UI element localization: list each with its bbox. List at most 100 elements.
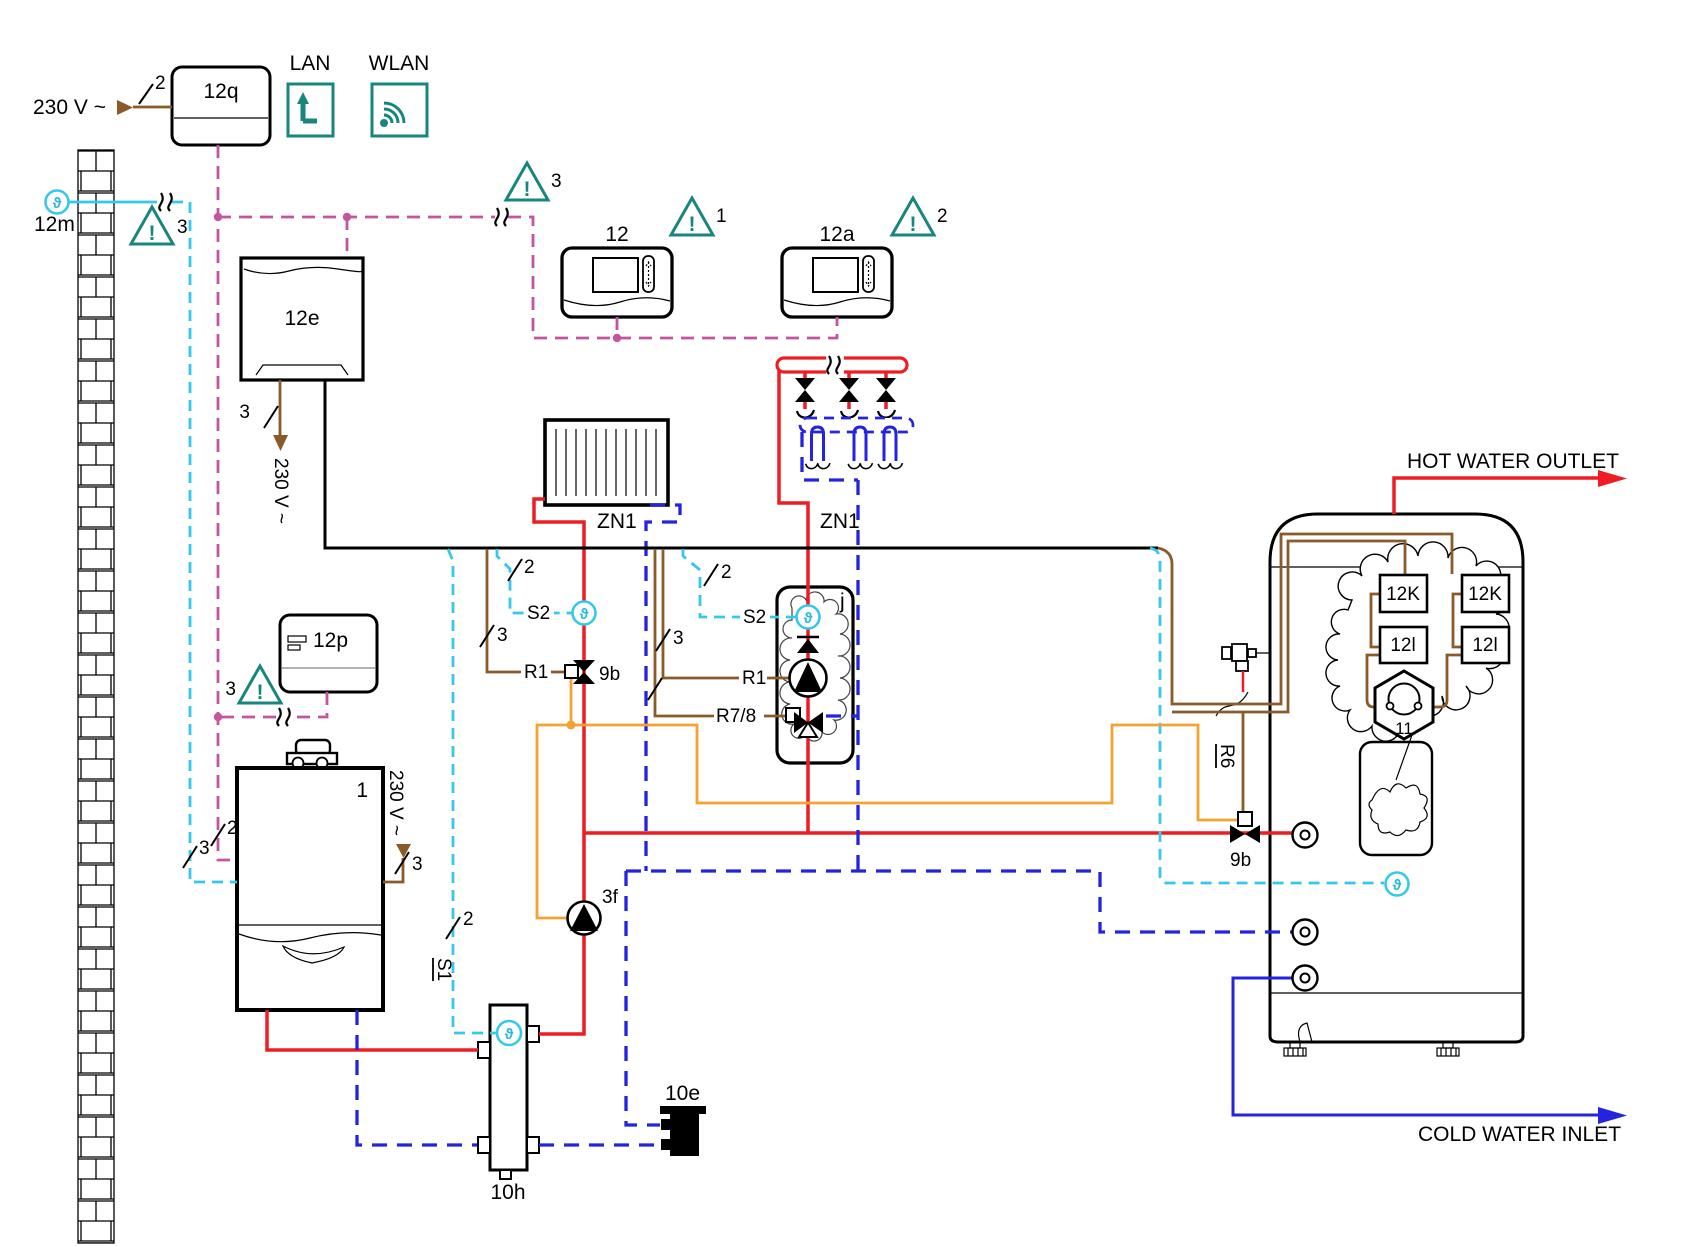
s2-wire-underfloor [681, 549, 796, 619]
r6-label: R6 [1215, 744, 1237, 768]
lan-box [286, 82, 335, 138]
internet-gateway [170, 65, 272, 147]
header-port [526, 1136, 540, 1154]
wlan-box [370, 82, 429, 138]
manifold-return-link [800, 432, 858, 482]
element-coil-scribble [1368, 783, 1428, 837]
svg-text:!: ! [524, 178, 531, 201]
element-label: 11 [1395, 719, 1413, 738]
lan-icon [297, 92, 317, 124]
wire-count: 2 [227, 818, 238, 839]
wire-count: 2 [155, 73, 166, 94]
return-drop-pipe [624, 871, 660, 1127]
zone-valve-9b-radiator [564, 660, 595, 684]
sensor-wires [68, 200, 1384, 1035]
safety-valve-fitting [1215, 643, 1270, 717]
element-pointer [1395, 734, 1413, 781]
warning-number: 3 [177, 217, 188, 238]
heating-element-11: 11 [1373, 669, 1435, 741]
sensor-glyph: ϑ [1393, 877, 1402, 894]
gateway-label: 12q [203, 80, 238, 103]
check-valve [797, 635, 819, 653]
cylinder-sensors: 12K 12K 12l 12l [1378, 573, 1511, 665]
station-pump [788, 658, 828, 698]
radio-receiver-12e [239, 256, 365, 382]
boiler-return-pipe [355, 1010, 660, 1147]
r1-label: R1 [742, 668, 766, 689]
s2-label: S2 [527, 603, 550, 624]
zone2-label: ZN1 [820, 510, 860, 533]
cylinder-sensor-wire [1149, 546, 1384, 885]
outdoor-sensor-wire [172, 200, 237, 884]
svg-text:!: ! [689, 213, 696, 236]
mains-label-vertical: 230 V ~ [385, 770, 406, 836]
cylinder-sensor-icon [1384, 871, 1410, 897]
s2-label: S2 [743, 607, 766, 628]
radiator [543, 418, 670, 507]
zone1-label: ZN1 [597, 510, 637, 533]
boiler [235, 738, 385, 1012]
s2-sensor-icon [571, 600, 597, 626]
valve-label: 9b [599, 664, 620, 685]
receiver2-label: 12p [313, 629, 348, 652]
s2-sensor-icon [795, 604, 821, 630]
s1-wire [446, 548, 496, 1035]
warning-icon: ! 2 [889, 194, 948, 237]
tank-drain [1297, 1022, 1313, 1043]
warning-number: 3 [551, 171, 562, 192]
boiler-flow-pipe [265, 1010, 478, 1052]
outdoor-sensor-icon [44, 189, 70, 215]
r1-label: R1 [524, 662, 548, 683]
fitting-label: 10e [665, 1082, 700, 1105]
ebus-line [323, 380, 1158, 550]
cold-water-pipe [1231, 976, 1598, 1117]
wire-count: 3 [239, 402, 250, 423]
pump-3f [566, 900, 602, 936]
header-label: 10h [490, 1181, 525, 1204]
sensor-glyph: ϑ [53, 195, 62, 212]
fitting-10e [660, 1106, 706, 1156]
room-controller-12 [560, 246, 674, 319]
wire-count: 2 [463, 909, 474, 930]
radio-receiver-12p [278, 613, 379, 694]
svg-text:S1: S1 [433, 958, 454, 981]
wire-count: 2 [524, 557, 535, 578]
header-port [526, 1025, 540, 1043]
zone-valve-9b-cylinder [1230, 811, 1260, 843]
wire-count-marks: 2 3 2 3 2 3 2 3 3 2 [138, 73, 732, 940]
hot-water-label: HOT WATER OUTLET [1407, 450, 1619, 473]
warning-icon: ! 3 [225, 662, 284, 705]
wire-count: 3 [199, 838, 210, 859]
hot-water-outlet-pipe [1392, 476, 1598, 514]
tank-foot [1436, 1041, 1460, 1057]
building-wall [77, 149, 115, 1244]
svg-text:!: ! [149, 222, 156, 245]
underfloor-manifold [775, 352, 915, 470]
warning-number: 1 [716, 206, 727, 227]
mixing-valve [785, 707, 823, 738]
tank-foot [1283, 1041, 1307, 1057]
sensor-12l-label: 12l [1390, 635, 1415, 656]
accessory-wires [535, 678, 1237, 920]
temperature-sensors: ϑ ϑ ϑ ϑ ϑ [44, 189, 1410, 1047]
header-port [477, 1136, 491, 1154]
wlan-label: WLAN [369, 52, 430, 75]
svg-text:!: ! [910, 213, 917, 236]
sensor-12k-label: 12K [1386, 584, 1420, 605]
valve-actuator [564, 664, 579, 679]
boiler-label: 1 [356, 779, 368, 802]
cylinder-control-wire-2 [1172, 539, 1407, 714]
station-internals [785, 635, 828, 738]
warning-icon: ! 3 [503, 159, 562, 202]
radio-links [213, 145, 839, 862]
sensor-glyph: ϑ [804, 610, 813, 627]
cold-water-arrow [1598, 1107, 1627, 1124]
controller-label: 12 [605, 223, 628, 246]
s1-sensor-icon [495, 1019, 523, 1047]
wifi-icon [380, 101, 406, 127]
lan-label: LAN [290, 52, 331, 75]
controller2-label: 12a [819, 223, 854, 246]
hot-water-arrow [1598, 470, 1627, 487]
underfloor-loops [804, 425, 904, 470]
